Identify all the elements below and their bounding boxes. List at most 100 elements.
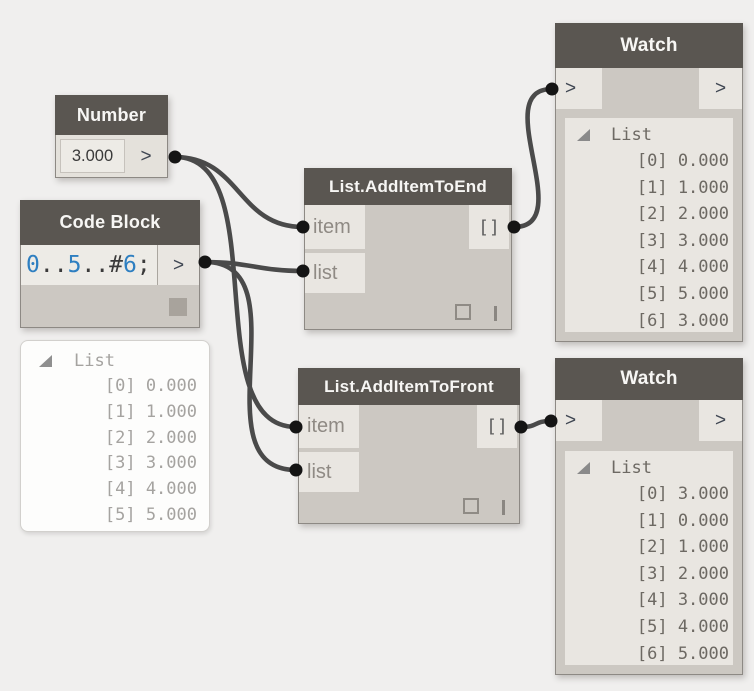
wire-connector[interactable] bbox=[518, 418, 554, 430]
list-item: [6] 5.000 bbox=[636, 643, 729, 664]
watch-node-top[interactable]: Watch > > List [0] 0.000 [1] 1.000 [2] 2… bbox=[555, 23, 743, 342]
number-output-port[interactable]: > bbox=[125, 135, 167, 177]
chevron-right-icon: > bbox=[565, 410, 577, 431]
code-editor[interactable]: 0..5..#6; bbox=[21, 245, 157, 285]
chevron-right-icon: > bbox=[714, 410, 727, 431]
watch-list: List [0] 0.000 [1] 1.000 [2] 2.000 [3] 3… bbox=[565, 118, 733, 332]
wire-connector[interactable] bbox=[202, 259, 299, 473]
watch-header[interactable]: Watch bbox=[555, 23, 743, 68]
input-port-label: item bbox=[307, 415, 345, 437]
preview-toggle-icon[interactable] bbox=[455, 304, 471, 320]
list-item: [2] 2.000 bbox=[104, 427, 197, 448]
output-port-list[interactable]: [] bbox=[477, 405, 517, 448]
wire-connector[interactable] bbox=[202, 259, 306, 274]
list-item: [0] 0.000 bbox=[636, 151, 729, 171]
add-item-to-end-body: item list [] bbox=[304, 205, 512, 330]
list-item: [6] 3.000 bbox=[636, 310, 729, 331]
input-port-item[interactable]: item bbox=[305, 205, 365, 249]
list-item: [1] 1.000 bbox=[636, 177, 729, 198]
list-item: [1] 0.000 bbox=[636, 510, 729, 531]
code-block-header[interactable]: Code Block bbox=[20, 200, 200, 245]
watch-node-bottom[interactable]: Watch > > List [0] 3.000 [1] 0.000 [2] 1… bbox=[555, 358, 743, 675]
input-port-item[interactable]: item bbox=[299, 405, 359, 448]
code-text: # bbox=[109, 252, 123, 278]
watch-body: > > List [0] 0.000 [1] 1.000 [2] 2.000 [… bbox=[555, 68, 743, 342]
list-item: [5] 4.000 bbox=[636, 616, 729, 637]
list-item: [5] 5.000 bbox=[104, 504, 197, 525]
number-node[interactable]: Number 3.000 > bbox=[55, 95, 168, 178]
preview-root-row: List bbox=[21, 348, 209, 374]
number-node-header[interactable]: Number bbox=[55, 95, 168, 135]
add-item-to-end-header[interactable]: List.AddItemToEnd bbox=[304, 168, 512, 205]
number-node-title: Number bbox=[76, 104, 147, 125]
list-item: [4] 3.000 bbox=[636, 590, 729, 611]
preview-bubble: List [0] 0.000 [1] 1.000 [2] 2.000 [3] 3… bbox=[20, 340, 210, 532]
output-port-label: [] bbox=[486, 416, 508, 437]
collapse-triangle-icon[interactable] bbox=[577, 128, 590, 141]
code-text: .. bbox=[81, 252, 110, 278]
output-port-list[interactable]: [] bbox=[469, 205, 509, 249]
add-item-to-end-node[interactable]: List.AddItemToEnd item list [] bbox=[304, 168, 512, 330]
watch-title: Watch bbox=[620, 368, 678, 389]
watch-list: List [0] 3.000 [1] 0.000 [2] 1.000 [3] 2… bbox=[565, 451, 733, 665]
list-item: [5] 5.000 bbox=[636, 283, 729, 304]
watch-root-row: List bbox=[565, 454, 733, 481]
resize-grip[interactable] bbox=[169, 298, 187, 316]
number-value-input[interactable]: 3.000 bbox=[60, 139, 125, 173]
code-text: 6 bbox=[122, 252, 137, 278]
collapse-triangle-icon[interactable] bbox=[39, 355, 52, 367]
code-block-title: Code Block bbox=[59, 212, 161, 232]
watch-root-label: List bbox=[611, 124, 652, 145]
code-block-body: 0..5..#6; > bbox=[20, 245, 200, 328]
code-block-node[interactable]: Code Block 0..5..#6; > bbox=[20, 200, 200, 328]
preview-toggle-icon[interactable] bbox=[463, 498, 479, 514]
output-port-label: [] bbox=[478, 216, 500, 238]
chevron-right-icon: > bbox=[172, 254, 185, 276]
list-item: [2] 1.000 bbox=[636, 537, 729, 558]
input-port-label: item bbox=[313, 215, 351, 238]
input-port-label: list bbox=[313, 261, 338, 284]
port-dot[interactable] bbox=[198, 255, 212, 269]
add-item-to-end-title: List.AddItemToEnd bbox=[329, 176, 487, 196]
list-item: [3] 2.000 bbox=[636, 563, 729, 584]
input-port-label: list bbox=[307, 460, 332, 483]
number-node-body: 3.000 > bbox=[55, 135, 168, 178]
add-item-to-front-header[interactable]: List.AddItemToFront bbox=[298, 368, 520, 405]
code-text: .. bbox=[39, 252, 68, 278]
watch-title: Watch bbox=[620, 34, 678, 56]
collapse-triangle-icon[interactable] bbox=[577, 461, 590, 474]
list-item: [4] 4.000 bbox=[104, 479, 197, 500]
watch-input-port[interactable]: > bbox=[556, 400, 602, 441]
preview-root-label: List bbox=[74, 351, 115, 371]
list-item: [0] 3.000 bbox=[636, 484, 729, 504]
code-text: 0 bbox=[26, 252, 40, 278]
watch-output-port[interactable]: > bbox=[699, 400, 742, 441]
code-block-output-port[interactable]: > bbox=[157, 245, 199, 285]
list-item: [1] 1.000 bbox=[104, 401, 197, 422]
list-item: [3] 3.000 bbox=[636, 230, 729, 251]
watch-body: > > List [0] 3.000 [1] 0.000 [2] 1.000 [… bbox=[555, 400, 743, 675]
lacing-indicator-icon[interactable] bbox=[502, 500, 505, 515]
chevron-right-icon: > bbox=[140, 145, 152, 167]
input-port-list[interactable]: list bbox=[299, 452, 359, 492]
list-item: [4] 4.000 bbox=[636, 257, 729, 278]
watch-root-label: List bbox=[611, 457, 652, 478]
wire-connector[interactable] bbox=[511, 86, 555, 230]
input-port-list[interactable]: list bbox=[305, 253, 365, 293]
watch-input-port[interactable]: > bbox=[556, 68, 602, 109]
code-text: ; bbox=[136, 252, 151, 278]
chevron-right-icon: > bbox=[565, 78, 577, 99]
list-item: [2] 2.000 bbox=[636, 204, 729, 225]
chevron-right-icon: > bbox=[714, 78, 727, 99]
watch-root-row: List bbox=[565, 121, 733, 148]
watch-output-port[interactable]: > bbox=[699, 68, 742, 109]
code-text: 5 bbox=[67, 252, 82, 278]
list-item: [0] 0.000 bbox=[104, 376, 197, 396]
add-item-to-front-node[interactable]: List.AddItemToFront item list [] bbox=[298, 368, 520, 524]
add-item-to-front-body: item list [] bbox=[298, 405, 520, 524]
lacing-indicator-icon[interactable] bbox=[494, 306, 497, 321]
port-dot[interactable] bbox=[168, 150, 182, 164]
watch-header[interactable]: Watch bbox=[555, 358, 743, 400]
list-item: [3] 3.000 bbox=[104, 453, 197, 474]
